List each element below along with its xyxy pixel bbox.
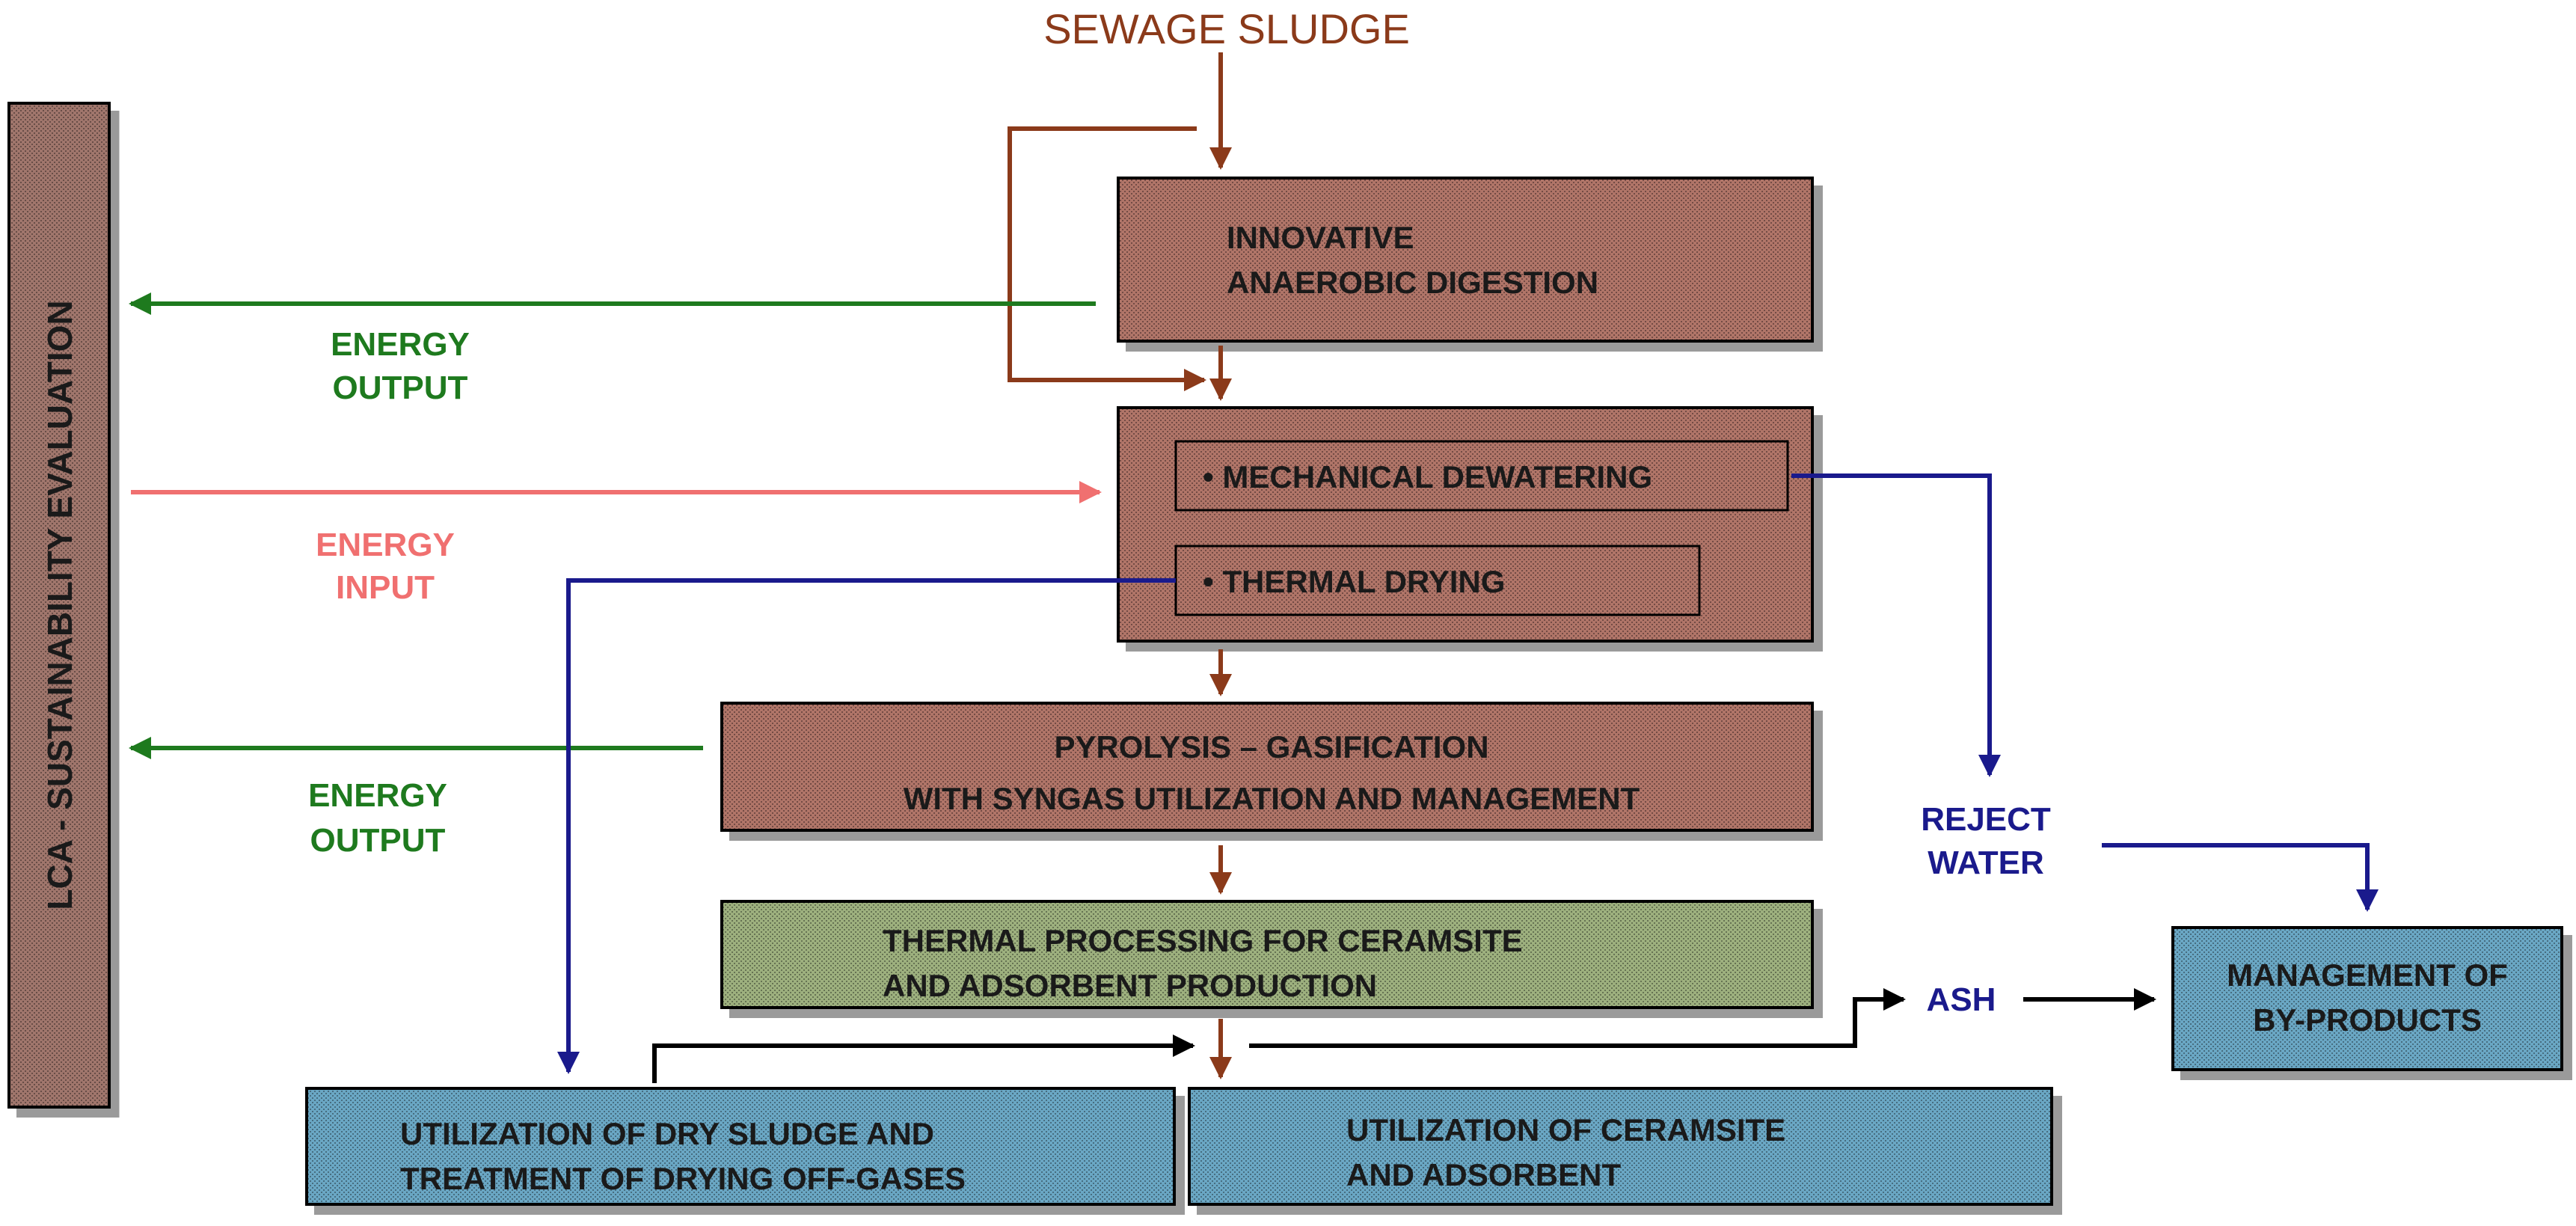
arrow-to-ash (1249, 988, 1906, 1048)
box-thermal-processing-line1: THERMAL PROCESSING FOR CERAMSITE (883, 923, 1523, 958)
title-sewage-sludge: SEWAGE SLUDGE (1043, 5, 1410, 52)
energy-output-2-line2: OUTPUT (310, 822, 446, 859)
box-anaerobic-digestion (1117, 177, 1814, 343)
box-ceramsite-line2: AND ADSORBENT (1346, 1157, 1621, 1192)
box-thermal-processing (720, 900, 1814, 1009)
box-dry-sludge-line2: TREATMENT OF DRYING OFF-GASES (400, 1161, 966, 1196)
arrow-reject-water-down (1791, 473, 2001, 777)
box-dry-sludge-utilization (305, 1087, 1176, 1206)
box-pyrolysis-line1: PYROLYSIS – GASIFICATION (1054, 729, 1488, 764)
arrow-reject-water-to-byproducts (2102, 843, 2379, 912)
lca-side-bar (7, 102, 111, 1109)
box-byproducts-management (2171, 926, 2563, 1071)
energy-input-line2: INPUT (336, 569, 435, 606)
energy-input-line1: ENERGY (316, 527, 455, 563)
sub-box-mechanical-dewatering (1174, 440, 1789, 512)
ash-label: ASH (1927, 981, 1996, 1018)
arrow-dry-sludge-to-ash-line (652, 1035, 1195, 1083)
energy-output-1-line1: ENERGY (331, 326, 470, 363)
reject-water-line2: WATER (1928, 845, 2044, 881)
box-anaerobic-digestion-line2: ANAEROBIC DIGESTION (1227, 265, 1598, 300)
box-anaerobic-digestion-line1: INNOVATIVE (1227, 220, 1414, 255)
thermal-drying-label: • THERMAL DRYING (1203, 564, 1505, 599)
box-byproducts-line1: MANAGEMENT OF (2227, 957, 2508, 993)
box-thermal-processing-line2: AND ADSORBENT PRODUCTION (883, 968, 1377, 1003)
energy-output-2-line1: ENERGY (308, 777, 447, 814)
arrow-thermal-drying-to-dry-sludge (557, 578, 1176, 1074)
box-dewatering-drying (1117, 406, 1814, 643)
box-byproducts-line2: BY-PRODUCTS (2253, 1002, 2482, 1037)
lca-side-bar-label: LCA - SUSTAINABILITY EVALUATION (40, 300, 79, 910)
reject-water-line1: REJECT (1921, 801, 2051, 838)
energy-output-1-line2: OUTPUT (333, 370, 468, 406)
box-ceramsite-utilization (1188, 1087, 2053, 1206)
box-ceramsite-line1: UTILIZATION OF CERAMSITE (1346, 1112, 1785, 1147)
box-pyrolysis-gasification (720, 702, 1814, 832)
box-dry-sludge-line1: UTILIZATION OF DRY SLUDGE AND (400, 1116, 934, 1151)
arrow-bypass-digestion (1008, 126, 1206, 391)
mechanical-dewatering-label: • MECHANICAL DEWATERING (1203, 459, 1652, 494)
box-pyrolysis-line2: WITH SYNGAS UTILIZATION AND MANAGEMENT (904, 781, 1640, 816)
